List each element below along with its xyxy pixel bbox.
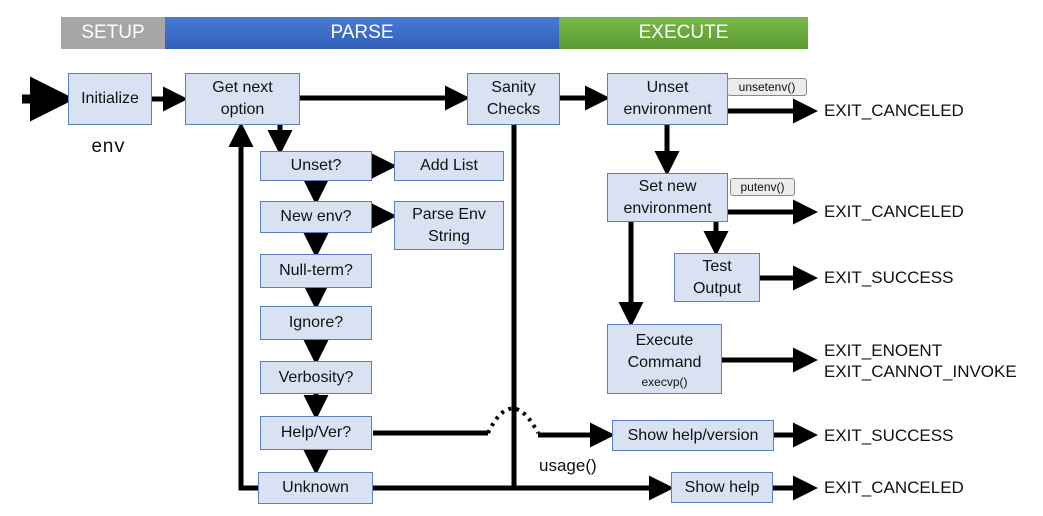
add-list-label: Add List — [420, 157, 478, 174]
test-output-line1: Test — [702, 257, 732, 275]
phase-execute: EXECUTE — [559, 17, 808, 49]
exit-show-help: EXIT_CANCELED — [824, 478, 964, 497]
phase-parse-label: PARSE — [330, 22, 394, 43]
execute-line1: Execute — [635, 331, 694, 349]
get-next-option-node: Get next option — [185, 73, 300, 125]
set-env-line1: Set new — [638, 177, 697, 195]
unset-env-line2: environment — [623, 101, 712, 118]
initialize-node: Initialize — [68, 73, 152, 125]
exit-execute-cannot-invoke: EXIT_CANNOT_INVOKE — [824, 362, 1017, 381]
help-ver-check-node: Help/Ver? — [260, 416, 372, 450]
new-env-check-node: New env? — [260, 201, 372, 233]
exit-set-env: EXIT_CANCELED — [824, 202, 964, 221]
env-command-label: env — [91, 136, 126, 158]
exit-test-output: EXIT_SUCCESS — [824, 268, 954, 287]
verbosity-check-label: Verbosity? — [278, 368, 354, 386]
get-next-line1: Get next — [212, 79, 273, 96]
set-new-environment-node: Set new environment — [607, 173, 728, 222]
test-output-line2: Output — [692, 279, 742, 297]
helpver-jump-dotted — [486, 406, 540, 434]
ignore-check-label: Ignore? — [288, 314, 344, 331]
phase-parse: PARSE — [165, 17, 559, 49]
show-help-node: Show help — [671, 472, 773, 503]
show-help-label: Show help — [684, 478, 760, 496]
null-term-check-label: Null-term? — [279, 262, 353, 279]
ignore-check-node: Ignore? — [260, 306, 372, 340]
add-list-node: Add List — [394, 151, 504, 181]
show-help-version-label: Show help/version — [627, 426, 759, 444]
unsetenv-tag-label: unsetenv() — [738, 80, 796, 94]
loop-back-line — [238, 140, 258, 491]
usage-label: usage() — [539, 456, 597, 475]
unknown-node: Unknown — [258, 472, 373, 504]
unset-check-label: Unset? — [290, 157, 342, 174]
putenv-tag-label: putenv() — [740, 180, 785, 194]
test-output-node: Test Output — [674, 253, 760, 302]
help-ver-check-label: Help/Ver? — [280, 424, 352, 441]
parse-env-line2: String — [428, 227, 470, 245]
exit-show-help-version: EXIT_SUCCESS — [824, 426, 954, 445]
unset-check-node: Unset? — [260, 151, 372, 181]
parse-env-line1: Parse Env — [412, 205, 486, 223]
phase-setup: SETUP — [61, 17, 165, 49]
exit-execute-enoent: EXIT_ENOENT — [824, 341, 943, 360]
get-next-line2: option — [220, 101, 265, 118]
unknown-label: Unknown — [282, 479, 349, 496]
parse-env-string-node: Parse Env String — [394, 201, 504, 250]
putenv-tag: putenv() — [730, 178, 795, 196]
show-help-version-node: Show help/version — [612, 420, 774, 451]
execvp-label: execvp() — [641, 374, 688, 389]
sanity-line1: Sanity — [491, 79, 536, 96]
unsetenv-tag: unsetenv() — [727, 78, 807, 96]
unset-env-line1: Unset — [646, 79, 689, 96]
unset-environment-node: Unset environment — [607, 73, 728, 125]
execute-line2: Command — [627, 353, 702, 371]
new-env-check-label: New env? — [280, 208, 352, 225]
set-env-line2: environment — [623, 199, 712, 217]
null-term-check-node: Null-term? — [260, 254, 372, 288]
execute-command-node: Execute Command execvp() — [607, 324, 722, 394]
exit-unset-env: EXIT_CANCELED — [824, 101, 964, 120]
phase-setup-label: SETUP — [81, 22, 145, 43]
sanity-checks-node: Sanity Checks — [467, 73, 560, 125]
sanity-line2: Checks — [486, 101, 541, 118]
phase-execute-label: EXECUTE — [638, 22, 729, 43]
verbosity-check-node: Verbosity? — [260, 361, 372, 394]
initialize-label: Initialize — [81, 90, 139, 107]
